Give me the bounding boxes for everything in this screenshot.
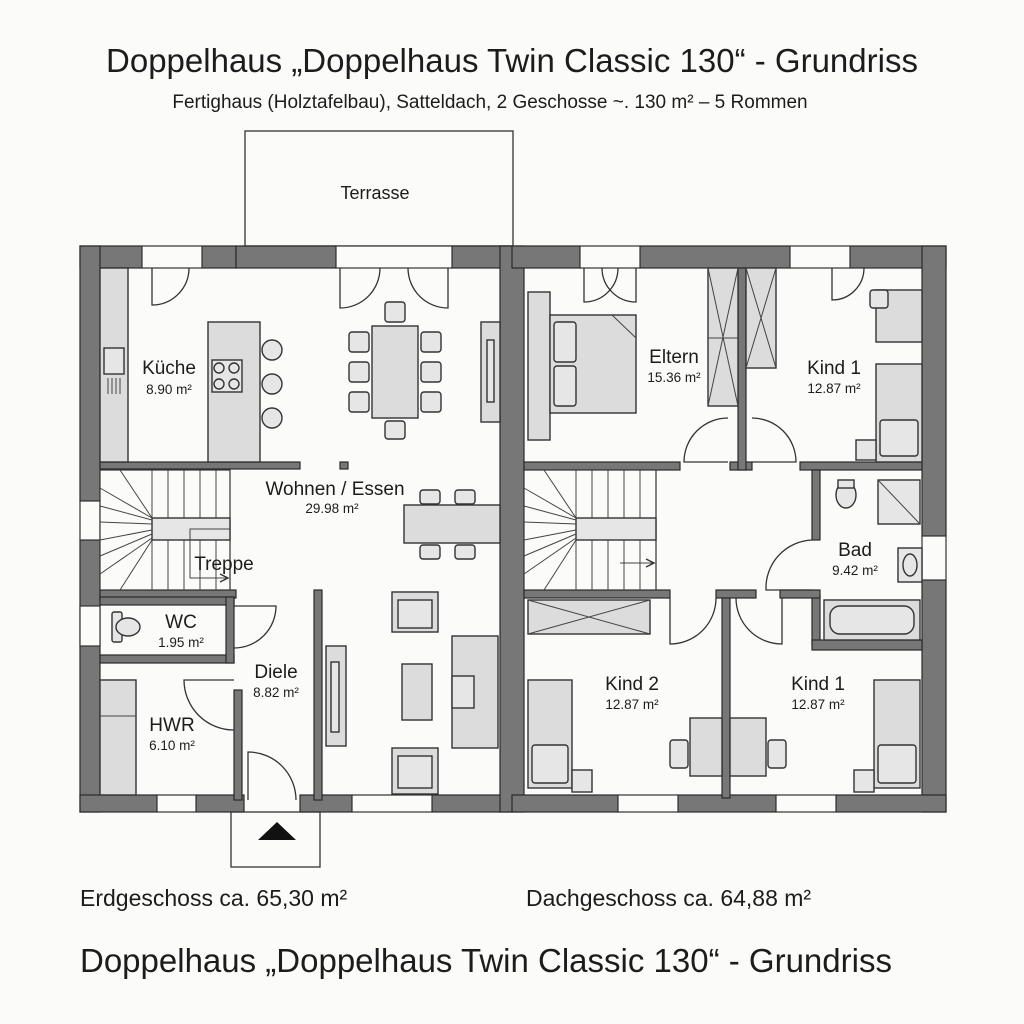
terrace-door: [339, 267, 449, 309]
entrance-door: [247, 751, 297, 801]
ground-floor-label: Erdgeschoss ca. 65,30 m²: [80, 885, 348, 911]
room-hwr-name: HWR: [149, 715, 194, 736]
bar-table: [403, 489, 501, 560]
room-kueche-name: Küche: [142, 358, 196, 379]
entrance-landing: [230, 811, 321, 868]
upper-floor-label: Dachgeschoss ca. 64,88 m²: [526, 885, 811, 911]
wc-furniture: [111, 611, 141, 643]
room-diele-area: 8.82 m²: [253, 685, 299, 700]
room-eltern-name: Eltern: [649, 347, 699, 368]
room-wc-area: 1.95 m²: [158, 635, 204, 650]
living-furniture: [325, 591, 499, 795]
wc-door: [233, 605, 277, 649]
room-kind1-bottom-area: 12.87 m²: [791, 697, 845, 712]
page-subtitle: Fertighaus (Holztafelbau), Satteldach, 2…: [172, 92, 807, 113]
room-wohnen-area: 29.98 m²: [305, 501, 359, 516]
terrace-label: Terrasse: [340, 183, 409, 203]
room-diele-name: Diele: [254, 662, 297, 683]
ground-floor-windows: [79, 245, 453, 813]
eltern-door: [683, 417, 729, 463]
room-bad-area: 9.42 m²: [832, 563, 878, 578]
footer-title: Doppelhaus „Doppelhaus Twin Classic 130“…: [80, 942, 892, 979]
hwr-furniture: [99, 679, 137, 796]
kind2-furniture: [527, 599, 723, 793]
kind1-top-door: [751, 417, 797, 463]
kind1-top-furniture: [745, 267, 923, 463]
party-wall: [499, 245, 525, 813]
room-kind2-area: 12.87 m²: [605, 697, 659, 712]
bathroom-furniture: [823, 479, 923, 641]
eltern-furniture: [527, 267, 739, 441]
room-hwr-area: 6.10 m²: [149, 738, 195, 753]
room-kind1-bottom-name: Kind 1: [791, 674, 845, 695]
eltern-window-door: [583, 267, 637, 303]
room-bad-name: Bad: [838, 540, 872, 561]
kind1-top-window: [831, 267, 865, 301]
hwr-door: [183, 679, 235, 731]
bad-door: [765, 539, 813, 591]
kitchen-door: [151, 267, 190, 306]
ground-floor-stairs: [99, 469, 231, 591]
room-eltern-area: 15.36 m²: [647, 370, 701, 385]
room-treppe-name: Treppe: [194, 554, 254, 575]
room-kueche-area: 8.90 m²: [146, 382, 192, 397]
room-wohnen-name: Wohnen / Essen: [265, 479, 404, 500]
kind1-bottom-door: [735, 597, 783, 645]
room-wc-name: WC: [165, 612, 197, 633]
room-kind1-top-area: 12.87 m²: [807, 381, 861, 396]
kind2-door: [669, 597, 717, 645]
upper-floor-walls: [511, 245, 947, 813]
kind1-bottom-furniture: [729, 679, 921, 793]
kitchen-furniture: [99, 267, 283, 463]
upper-floor-windows: [579, 245, 947, 813]
room-kind2-name: Kind 2: [605, 674, 659, 695]
entrance-arrow-icon: [258, 822, 296, 840]
upper-floor-stairs: [523, 469, 657, 591]
dining-table: [348, 301, 442, 440]
page-title: Doppelhaus „Doppelhaus Twin Classic 130“…: [106, 42, 918, 79]
room-kind1-top-name: Kind 1: [807, 358, 861, 379]
